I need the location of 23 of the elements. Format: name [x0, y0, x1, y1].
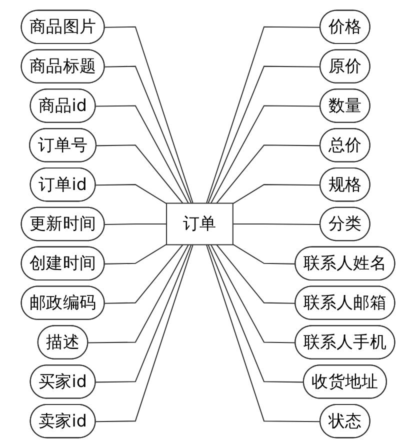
connector: [211, 244, 296, 344]
connector: [96, 244, 194, 422]
connector: [206, 244, 322, 422]
connector: [216, 144, 322, 204]
connector: [208, 244, 304, 383]
connector: [206, 26, 322, 204]
connector: [105, 66, 192, 204]
connector: [208, 66, 322, 204]
connector: [96, 105, 190, 204]
connector: [233, 244, 296, 264]
connector: [105, 26, 194, 204]
connector: [105, 244, 168, 264]
connector: [96, 244, 192, 383]
connector: [88, 244, 190, 344]
connector: [216, 244, 296, 304]
node-box: 订单: [166, 202, 234, 246]
connector: [233, 223, 322, 226]
connector: [105, 223, 167, 226]
connector: [211, 105, 322, 204]
connector: [233, 184, 322, 204]
connector: [105, 244, 184, 304]
connector: [96, 184, 168, 204]
connector: [96, 144, 184, 204]
